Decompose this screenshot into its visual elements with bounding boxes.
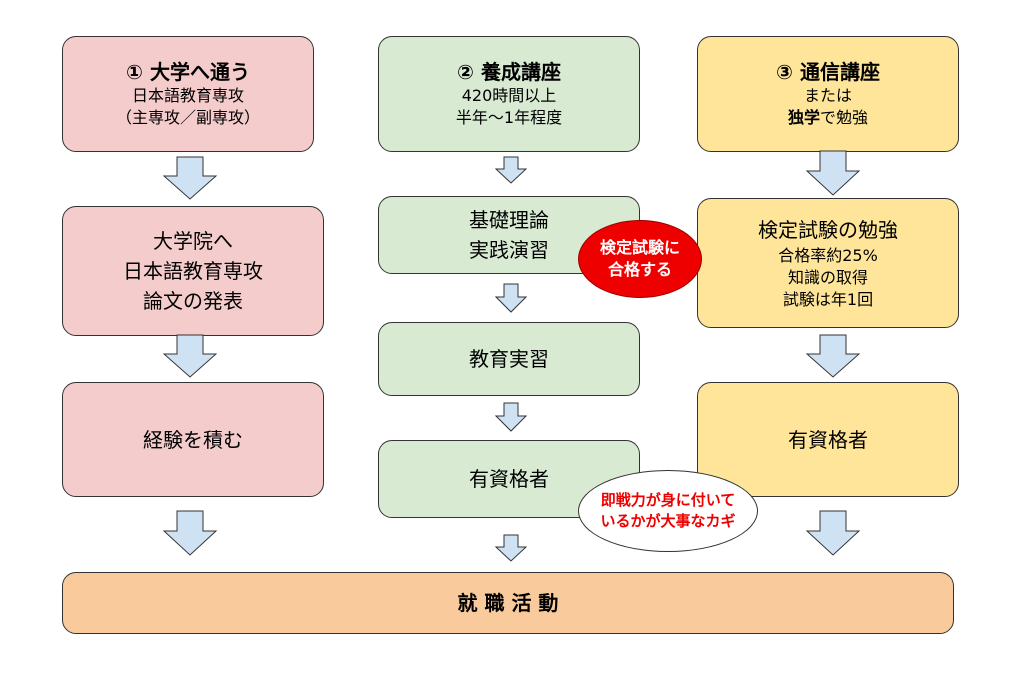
theory-line1: 基礎理論 <box>469 208 549 232</box>
graduate-line2: 日本語教育専攻 <box>123 259 263 283</box>
pass-exam-line1: 検定試験に <box>599 238 680 257</box>
arrow-univ-3 <box>163 510 217 556</box>
university-title: ① 大学へ通う <box>126 60 250 84</box>
training-line2: 半年～1年程度 <box>455 108 563 127</box>
exam-study-box: 検定試験の勉強 合格率約25% 知識の取得 試験は年1回 <box>697 198 959 328</box>
correspondence-line1: または <box>803 86 852 105</box>
experience-label: 経験を積む <box>143 427 243 452</box>
training-qualified-label: 有資格者 <box>469 467 549 491</box>
university-header-box: ① 大学へ通う 日本語教育専攻 （主専攻／副専攻） <box>62 36 314 152</box>
pass-exam-callout: 検定試験に 合格する <box>578 220 702 298</box>
arrow-corr-1 <box>806 150 860 196</box>
training-header-box: ② 養成講座 420時間以上 半年～1年程度 <box>378 36 640 152</box>
correspondence-header-box: ③ 通信講座 または 独学で勉強 <box>697 36 959 152</box>
university-line2: （主専攻／副専攻） <box>115 108 260 127</box>
graduate-line1: 大学院へ <box>153 229 233 253</box>
training-title: ② 養成講座 <box>457 60 561 84</box>
university-graduate-box: 大学院へ 日本語教育専攻 論文の発表 <box>62 206 324 336</box>
arrow-corr-3 <box>806 510 860 556</box>
pass-exam-line2: 合格する <box>607 260 672 279</box>
job-hunting-box: 就 職 活 動 <box>62 572 954 634</box>
self-study-label: 独学 <box>787 108 820 127</box>
arrow-corr-2 <box>806 334 860 378</box>
skills-callout: 即戦力が身に付いて いるかが大事なカギ <box>578 470 758 552</box>
exam-study-line2: 知識の取得 <box>787 268 868 287</box>
arrow-train-3 <box>495 402 527 432</box>
arrow-train-1 <box>495 156 527 184</box>
practicum-label: 教育実習 <box>469 347 549 371</box>
theory-line2: 実践演習 <box>469 238 549 262</box>
graduate-line3: 論文の発表 <box>143 289 243 313</box>
arrow-train-2 <box>495 283 527 313</box>
correspondence-qualified-label: 有資格者 <box>788 427 868 452</box>
skills-line2: いるかが大事なカギ <box>600 512 736 530</box>
correspondence-line2: 独学で勉強 <box>788 107 868 129</box>
university-experience-box: 経験を積む <box>62 382 324 497</box>
skills-line1: 即戦力が身に付いて <box>600 491 736 509</box>
correspondence-title: ③ 通信講座 <box>776 60 880 84</box>
training-line1: 420時間以上 <box>461 86 557 105</box>
arrow-train-4 <box>495 534 527 562</box>
university-line1: 日本語教育専攻 <box>131 86 244 105</box>
correspondence-qualified-box: 有資格者 <box>697 382 959 497</box>
arrow-univ-1 <box>163 156 217 200</box>
exam-study-line3: 試験は年1回 <box>782 290 874 309</box>
job-hunting-label: 就 職 活 動 <box>457 591 559 615</box>
arrow-univ-2 <box>163 334 217 378</box>
study-suffix-label: で勉強 <box>820 108 869 127</box>
training-practicum-box: 教育実習 <box>378 322 640 396</box>
exam-study-line1: 合格率約25% <box>778 246 878 265</box>
exam-study-title: 検定試験の勉強 <box>758 218 898 242</box>
